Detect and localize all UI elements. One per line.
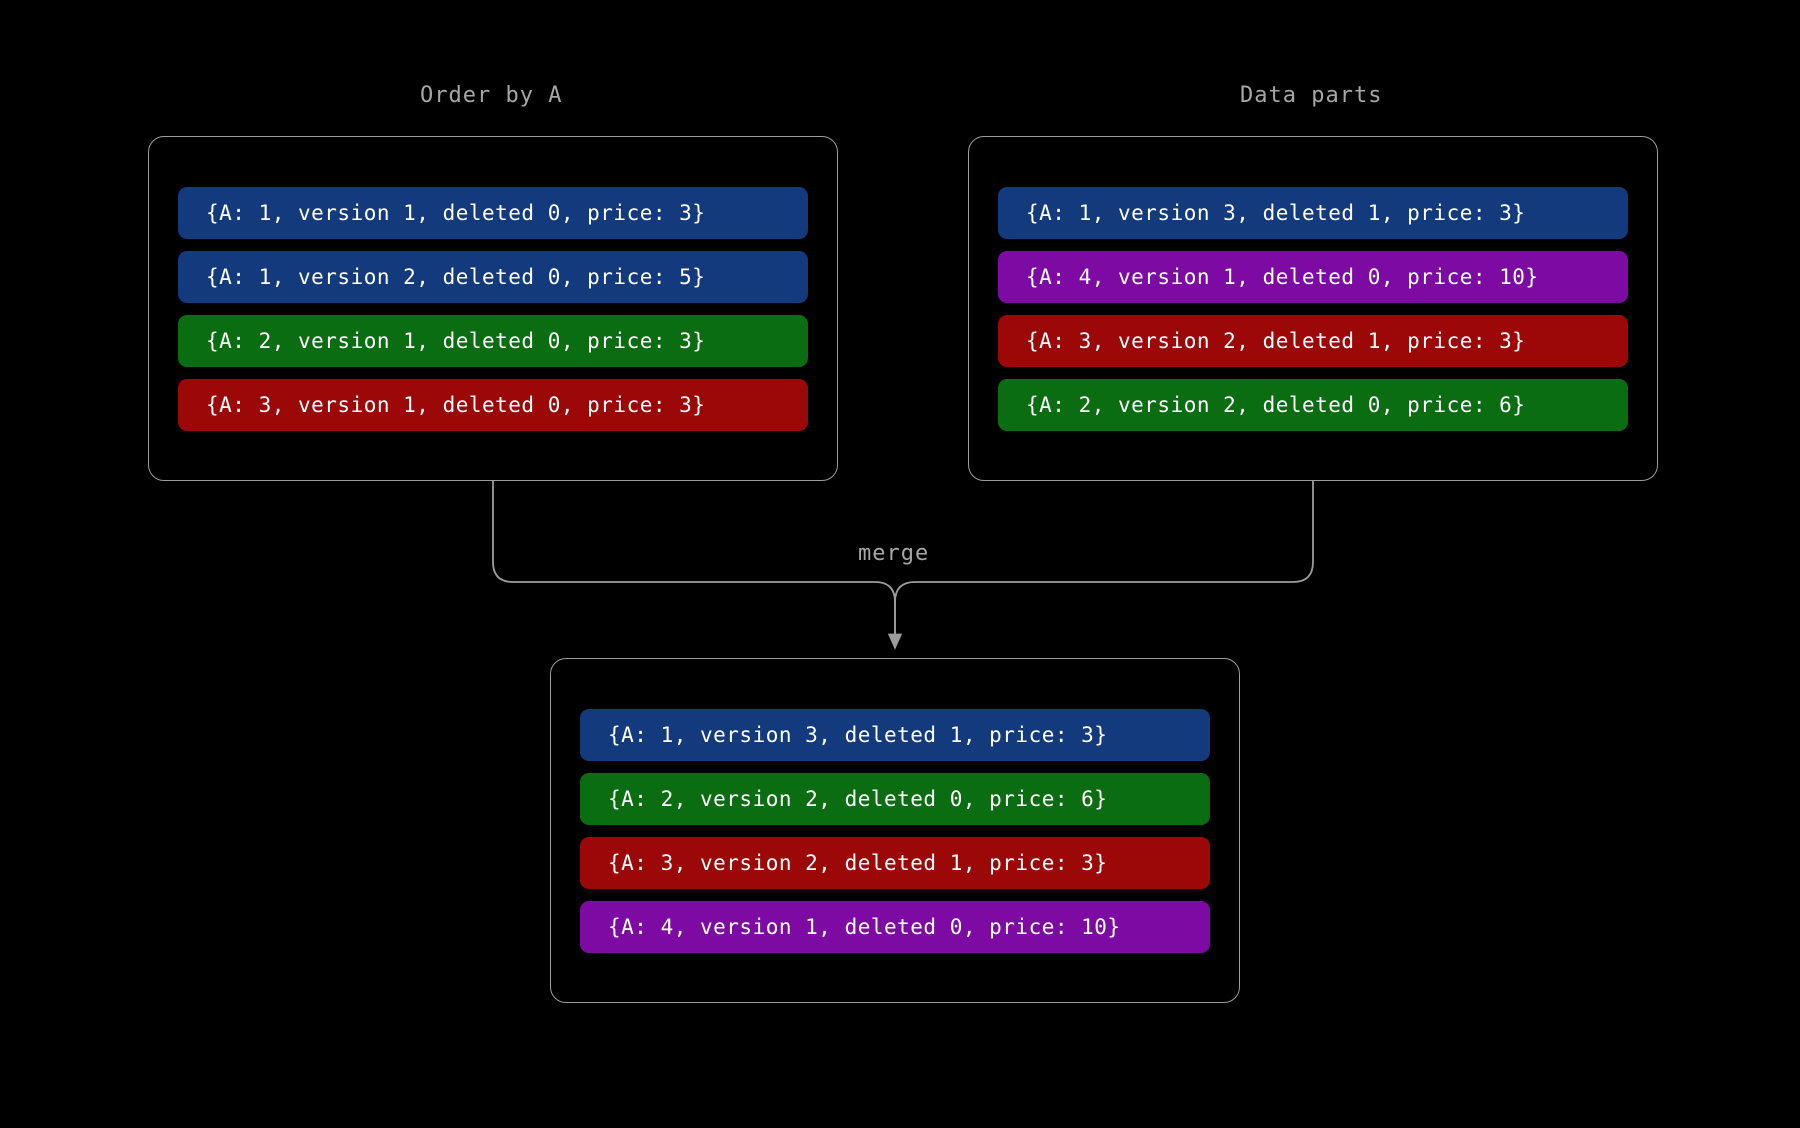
- panel-merged-result: {A: 1, version 3, deleted 1, price: 3} {…: [550, 658, 1240, 1003]
- list-item: {A: 2, version 2, deleted 0, price: 6}: [580, 772, 1210, 825]
- list-item: {A: 3, version 2, deleted 1, price: 3}: [580, 836, 1210, 889]
- row-list-merged: {A: 1, version 3, deleted 1, price: 3} {…: [551, 659, 1239, 1002]
- panel-title-data-parts: Data parts: [1240, 83, 1383, 108]
- list-item: {A: 1, version 3, deleted 1, price: 3}: [580, 708, 1210, 761]
- merge-edge-label: merge: [858, 541, 930, 566]
- list-item: {A: 4, version 1, deleted 0, price: 10}: [580, 900, 1210, 953]
- list-item: {A: 3, version 2, deleted 1, price: 3}: [998, 314, 1628, 367]
- panel-order-by-a: {A: 1, version 1, deleted 0, price: 3} {…: [148, 136, 838, 481]
- row-list-data-parts: {A: 1, version 3, deleted 1, price: 3} {…: [969, 137, 1657, 480]
- list-item: {A: 4, version 1, deleted 0, price: 10}: [998, 250, 1628, 303]
- list-item: {A: 1, version 3, deleted 1, price: 3}: [998, 186, 1628, 239]
- list-item: {A: 1, version 2, deleted 0, price: 5}: [178, 250, 808, 303]
- list-item: {A: 1, version 1, deleted 0, price: 3}: [178, 186, 808, 239]
- panel-data-parts: {A: 1, version 3, deleted 1, price: 3} {…: [968, 136, 1658, 481]
- list-item: {A: 3, version 1, deleted 0, price: 3}: [178, 378, 808, 431]
- row-list-order-by-a: {A: 1, version 1, deleted 0, price: 3} {…: [149, 137, 837, 480]
- list-item: {A: 2, version 2, deleted 0, price: 6}: [998, 378, 1628, 431]
- panel-title-order-by-a: Order by A: [420, 83, 563, 108]
- list-item: {A: 2, version 1, deleted 0, price: 3}: [178, 314, 808, 367]
